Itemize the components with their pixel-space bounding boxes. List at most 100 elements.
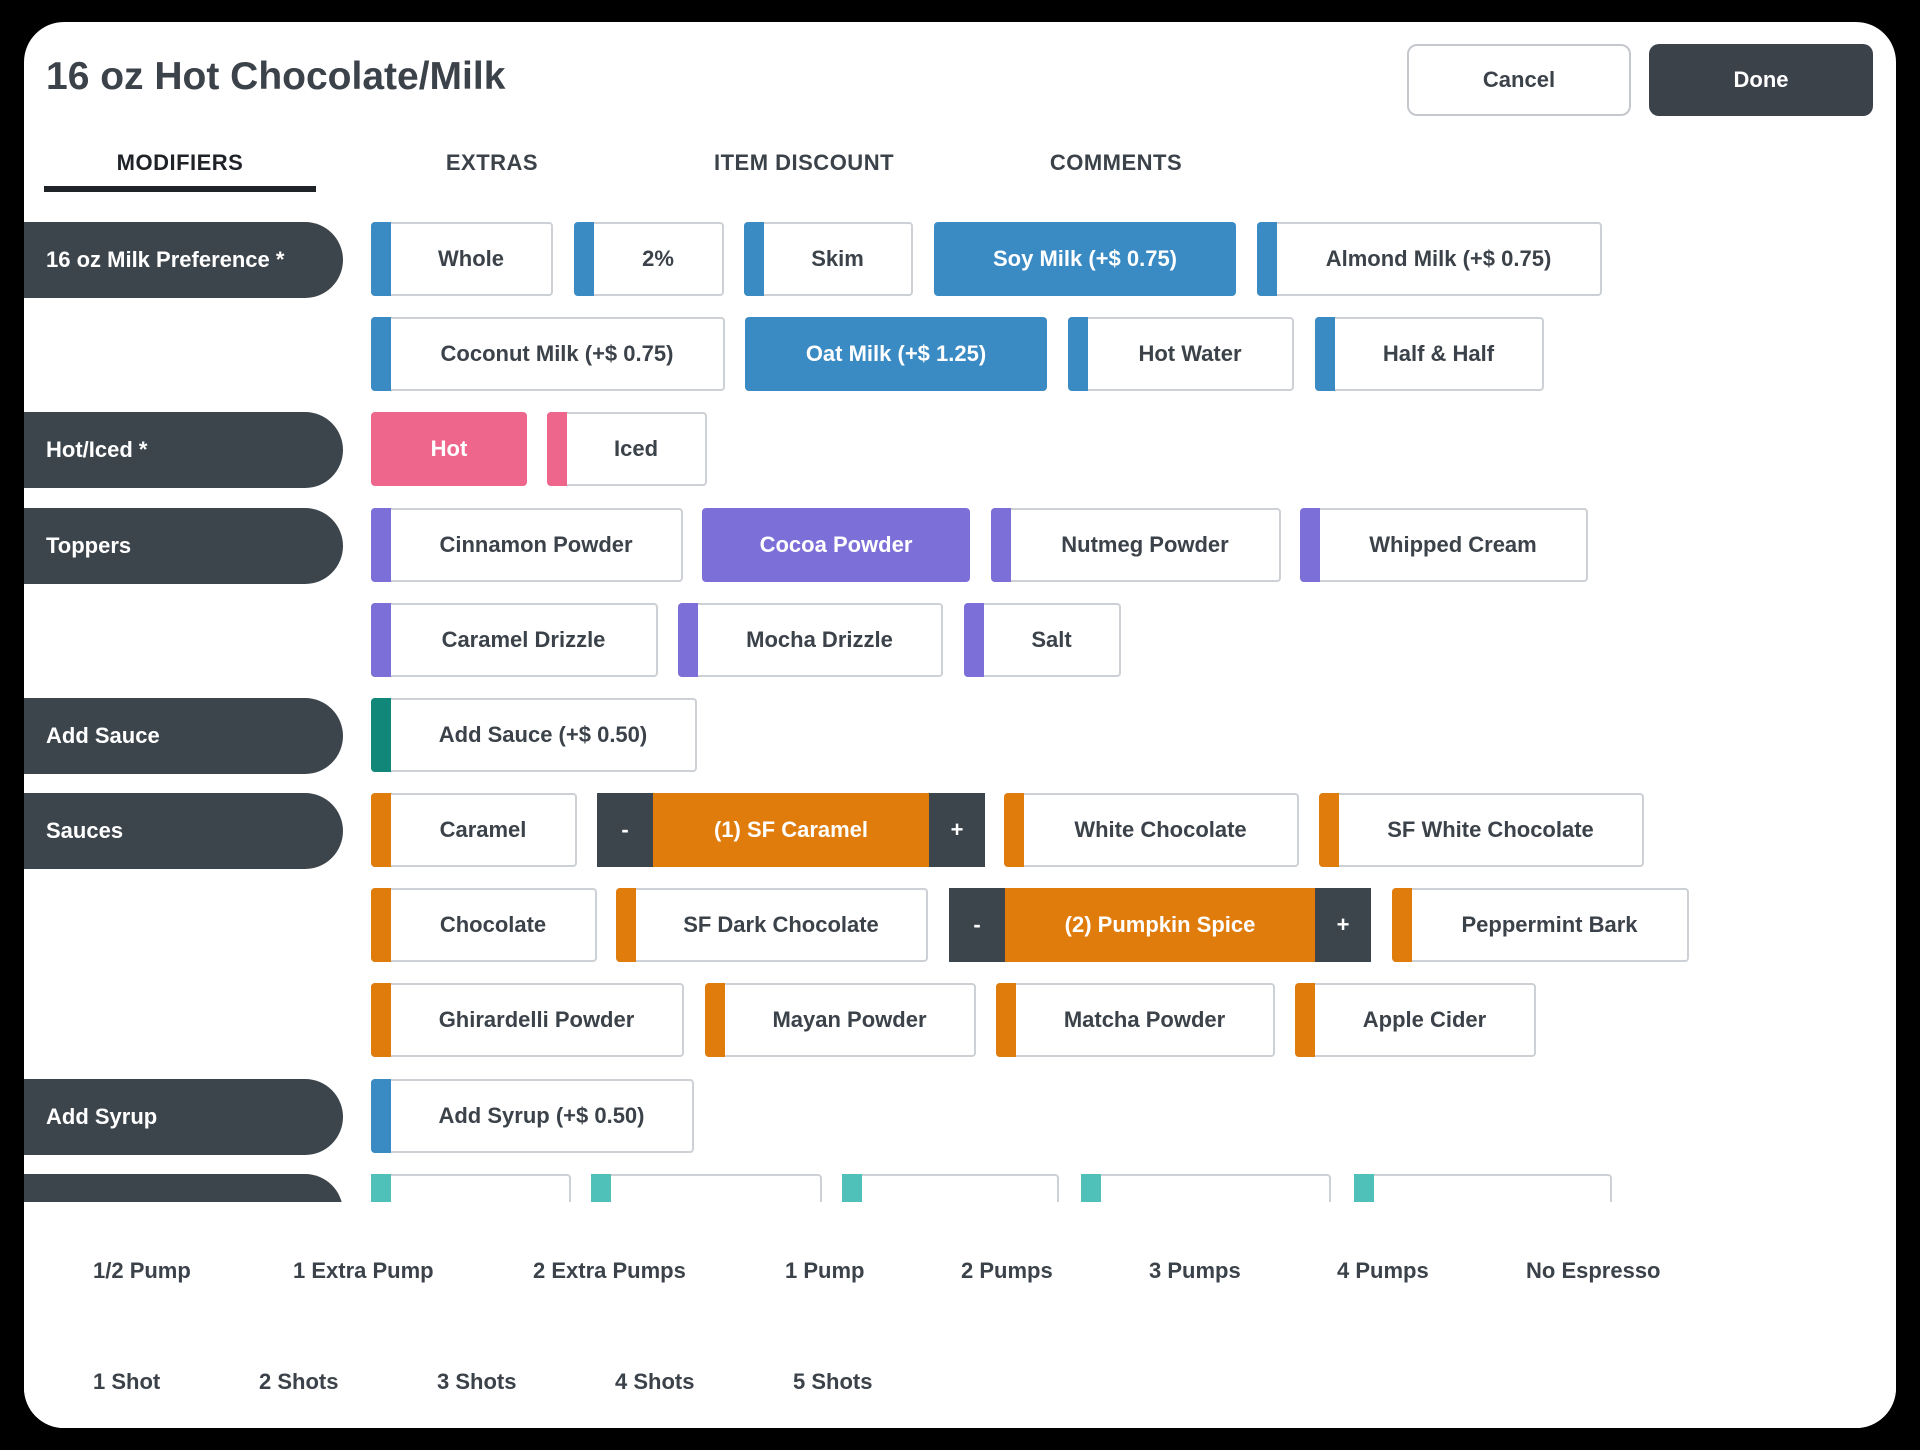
- option-label: Almond Milk (+$ 0.75): [1325, 246, 1552, 271]
- option-pumpkin-spice-selected[interactable]: (2) Pumpkin Spice: [1005, 888, 1315, 962]
- quantity-stepper-pumpkin-spice: - (2) Pumpkin Spice +: [949, 888, 1371, 962]
- option-nutmeg-powder[interactable]: Nutmeg Powder: [991, 508, 1281, 582]
- option-label: Hot Water: [1138, 341, 1242, 366]
- option-whole[interactable]: Whole: [371, 222, 553, 296]
- option-label: Cocoa Powder: [759, 532, 913, 557]
- quick-1-extra-pump[interactable]: 1 Extra Pump: [293, 1258, 434, 1283]
- option-add-sauce[interactable]: Add Sauce (+$ 0.50): [371, 698, 697, 772]
- option-matcha-powder[interactable]: Matcha Powder: [996, 983, 1275, 1057]
- option-label: 2%: [642, 246, 674, 271]
- increment-button[interactable]: +: [929, 793, 985, 867]
- quick-4-shots[interactable]: 4 Shots: [615, 1369, 695, 1394]
- option-cocoa-powder[interactable]: Cocoa Powder: [702, 508, 970, 582]
- quick-3-pumps[interactable]: 3 Pumps: [1149, 1258, 1241, 1283]
- option-label: Salt: [1031, 627, 1072, 652]
- option-label: White Chocolate: [1074, 817, 1247, 842]
- option-white-chocolate[interactable]: White Chocolate: [1004, 793, 1299, 867]
- option-next-1[interactable]: [371, 1174, 571, 1202]
- option-apple-cider[interactable]: Apple Cider: [1295, 983, 1536, 1057]
- option-mayan-powder[interactable]: Mayan Powder: [705, 983, 976, 1057]
- option-next-2[interactable]: [591, 1174, 822, 1202]
- option-label: Nutmeg Powder: [1061, 532, 1229, 557]
- option-sf-dark-chocolate[interactable]: SF Dark Chocolate: [616, 888, 928, 962]
- quick-modifier-tray: 1/2 Pump 1 Extra Pump 2 Extra Pumps 1 Pu…: [24, 1202, 1896, 1428]
- option-chocolate[interactable]: Chocolate: [371, 888, 597, 962]
- option-soy-milk[interactable]: Soy Milk (+$ 0.75): [934, 222, 1236, 296]
- option-label: Peppermint Bark: [1461, 912, 1638, 937]
- option-whipped-cream[interactable]: Whipped Cream: [1300, 508, 1588, 582]
- group-label-hot-iced: Hot/Iced *: [24, 412, 343, 488]
- group-label-add-syrup: Add Syrup: [24, 1079, 343, 1155]
- option-label: Caramel Drizzle: [441, 627, 606, 652]
- tab-item-discount[interactable]: ITEM DISCOUNT: [713, 150, 895, 175]
- quick-2-shots[interactable]: 2 Shots: [259, 1369, 339, 1394]
- quick-1-pump[interactable]: 1 Pump: [785, 1258, 865, 1283]
- decrement-button[interactable]: -: [597, 793, 653, 867]
- option-label: Half & Half: [1382, 341, 1495, 366]
- group-label-toppers: Toppers: [24, 508, 343, 584]
- quick-4-pumps[interactable]: 4 Pumps: [1337, 1258, 1429, 1283]
- tab-comments[interactable]: COMMENTS: [1049, 150, 1183, 175]
- page-title: 16 oz Hot Chocolate/Milk: [46, 55, 506, 98]
- option-label: Matcha Powder: [1063, 1007, 1226, 1032]
- option-label: Cinnamon Powder: [439, 532, 633, 557]
- option-label: Mayan Powder: [772, 1007, 927, 1032]
- quick-3-shots[interactable]: 3 Shots: [437, 1369, 517, 1394]
- option-2-percent[interactable]: 2%: [574, 222, 724, 296]
- quick-2-extra-pumps[interactable]: 2 Extra Pumps: [533, 1258, 686, 1283]
- option-label: Oat Milk (+$ 1.25): [805, 341, 987, 366]
- modifier-screen: 16 oz Hot Chocolate/Milk Cancel Done MOD…: [24, 22, 1896, 1428]
- option-hot[interactable]: Hot: [371, 412, 527, 486]
- option-add-syrup[interactable]: Add Syrup (+$ 0.50): [371, 1079, 694, 1153]
- option-hot-water[interactable]: Hot Water: [1068, 317, 1294, 391]
- option-next-4[interactable]: [1081, 1174, 1331, 1202]
- option-label: Chocolate: [439, 912, 547, 937]
- option-label: Whipped Cream: [1369, 532, 1537, 557]
- option-caramel[interactable]: Caramel: [371, 793, 577, 867]
- option-label: Hot: [430, 436, 468, 461]
- option-next-5[interactable]: [1354, 1174, 1612, 1202]
- increment-button[interactable]: +: [1315, 888, 1371, 962]
- option-label: Iced: [613, 436, 659, 461]
- quick-5-shots[interactable]: 5 Shots: [793, 1369, 873, 1394]
- active-tab-indicator: [44, 186, 316, 192]
- option-caramel-drizzle[interactable]: Caramel Drizzle: [371, 603, 658, 677]
- group-label-next: [24, 1174, 343, 1202]
- option-cinnamon-powder[interactable]: Cinnamon Powder: [371, 508, 683, 582]
- option-label: Mocha Drizzle: [746, 627, 893, 652]
- option-oat-milk[interactable]: Oat Milk (+$ 1.25): [745, 317, 1047, 391]
- option-iced[interactable]: Iced: [547, 412, 707, 486]
- quick-1-shot[interactable]: 1 Shot: [93, 1369, 161, 1394]
- option-label: SF Dark Chocolate: [683, 912, 879, 937]
- option-label: Skim: [811, 246, 864, 271]
- group-label-add-sauce: Add Sauce: [24, 698, 343, 774]
- group-label-milk: 16 oz Milk Preference *: [24, 222, 343, 298]
- cancel-button[interactable]: Cancel: [1407, 44, 1631, 116]
- quick-half-pump[interactable]: 1/2 Pump: [93, 1258, 191, 1283]
- tab-modifiers[interactable]: MODIFIERS: [116, 150, 244, 175]
- quick-no-espresso[interactable]: No Espresso: [1526, 1258, 1661, 1283]
- option-mocha-drizzle[interactable]: Mocha Drizzle: [678, 603, 943, 677]
- option-label: Soy Milk (+$ 0.75): [992, 246, 1178, 271]
- option-sf-caramel-selected[interactable]: (1) SF Caramel: [653, 793, 929, 867]
- tab-extras[interactable]: EXTRAS: [445, 150, 539, 175]
- option-peppermint-bark[interactable]: Peppermint Bark: [1392, 888, 1689, 962]
- quantity-stepper-sf-caramel: - (1) SF Caramel +: [597, 793, 985, 867]
- option-coconut-milk[interactable]: Coconut Milk (+$ 0.75): [371, 317, 725, 391]
- option-almond-milk[interactable]: Almond Milk (+$ 0.75): [1257, 222, 1602, 296]
- option-sf-white-chocolate[interactable]: SF White Chocolate: [1319, 793, 1644, 867]
- option-label: Add Syrup (+$ 0.50): [438, 1103, 645, 1128]
- done-button[interactable]: Done: [1649, 44, 1873, 116]
- option-skim[interactable]: Skim: [744, 222, 913, 296]
- quick-2-pumps[interactable]: 2 Pumps: [961, 1258, 1053, 1283]
- decrement-button[interactable]: -: [949, 888, 1005, 962]
- option-label: Add Sauce (+$ 0.50): [438, 722, 648, 747]
- option-label: Ghirardelli Powder: [438, 1007, 635, 1032]
- option-next-3[interactable]: [842, 1174, 1059, 1202]
- option-label: Coconut Milk (+$ 0.75): [440, 341, 674, 366]
- option-label: SF White Chocolate: [1387, 817, 1594, 842]
- option-salt[interactable]: Salt: [964, 603, 1121, 677]
- option-half-and-half[interactable]: Half & Half: [1315, 317, 1544, 391]
- option-ghirardelli-powder[interactable]: Ghirardelli Powder: [371, 983, 684, 1057]
